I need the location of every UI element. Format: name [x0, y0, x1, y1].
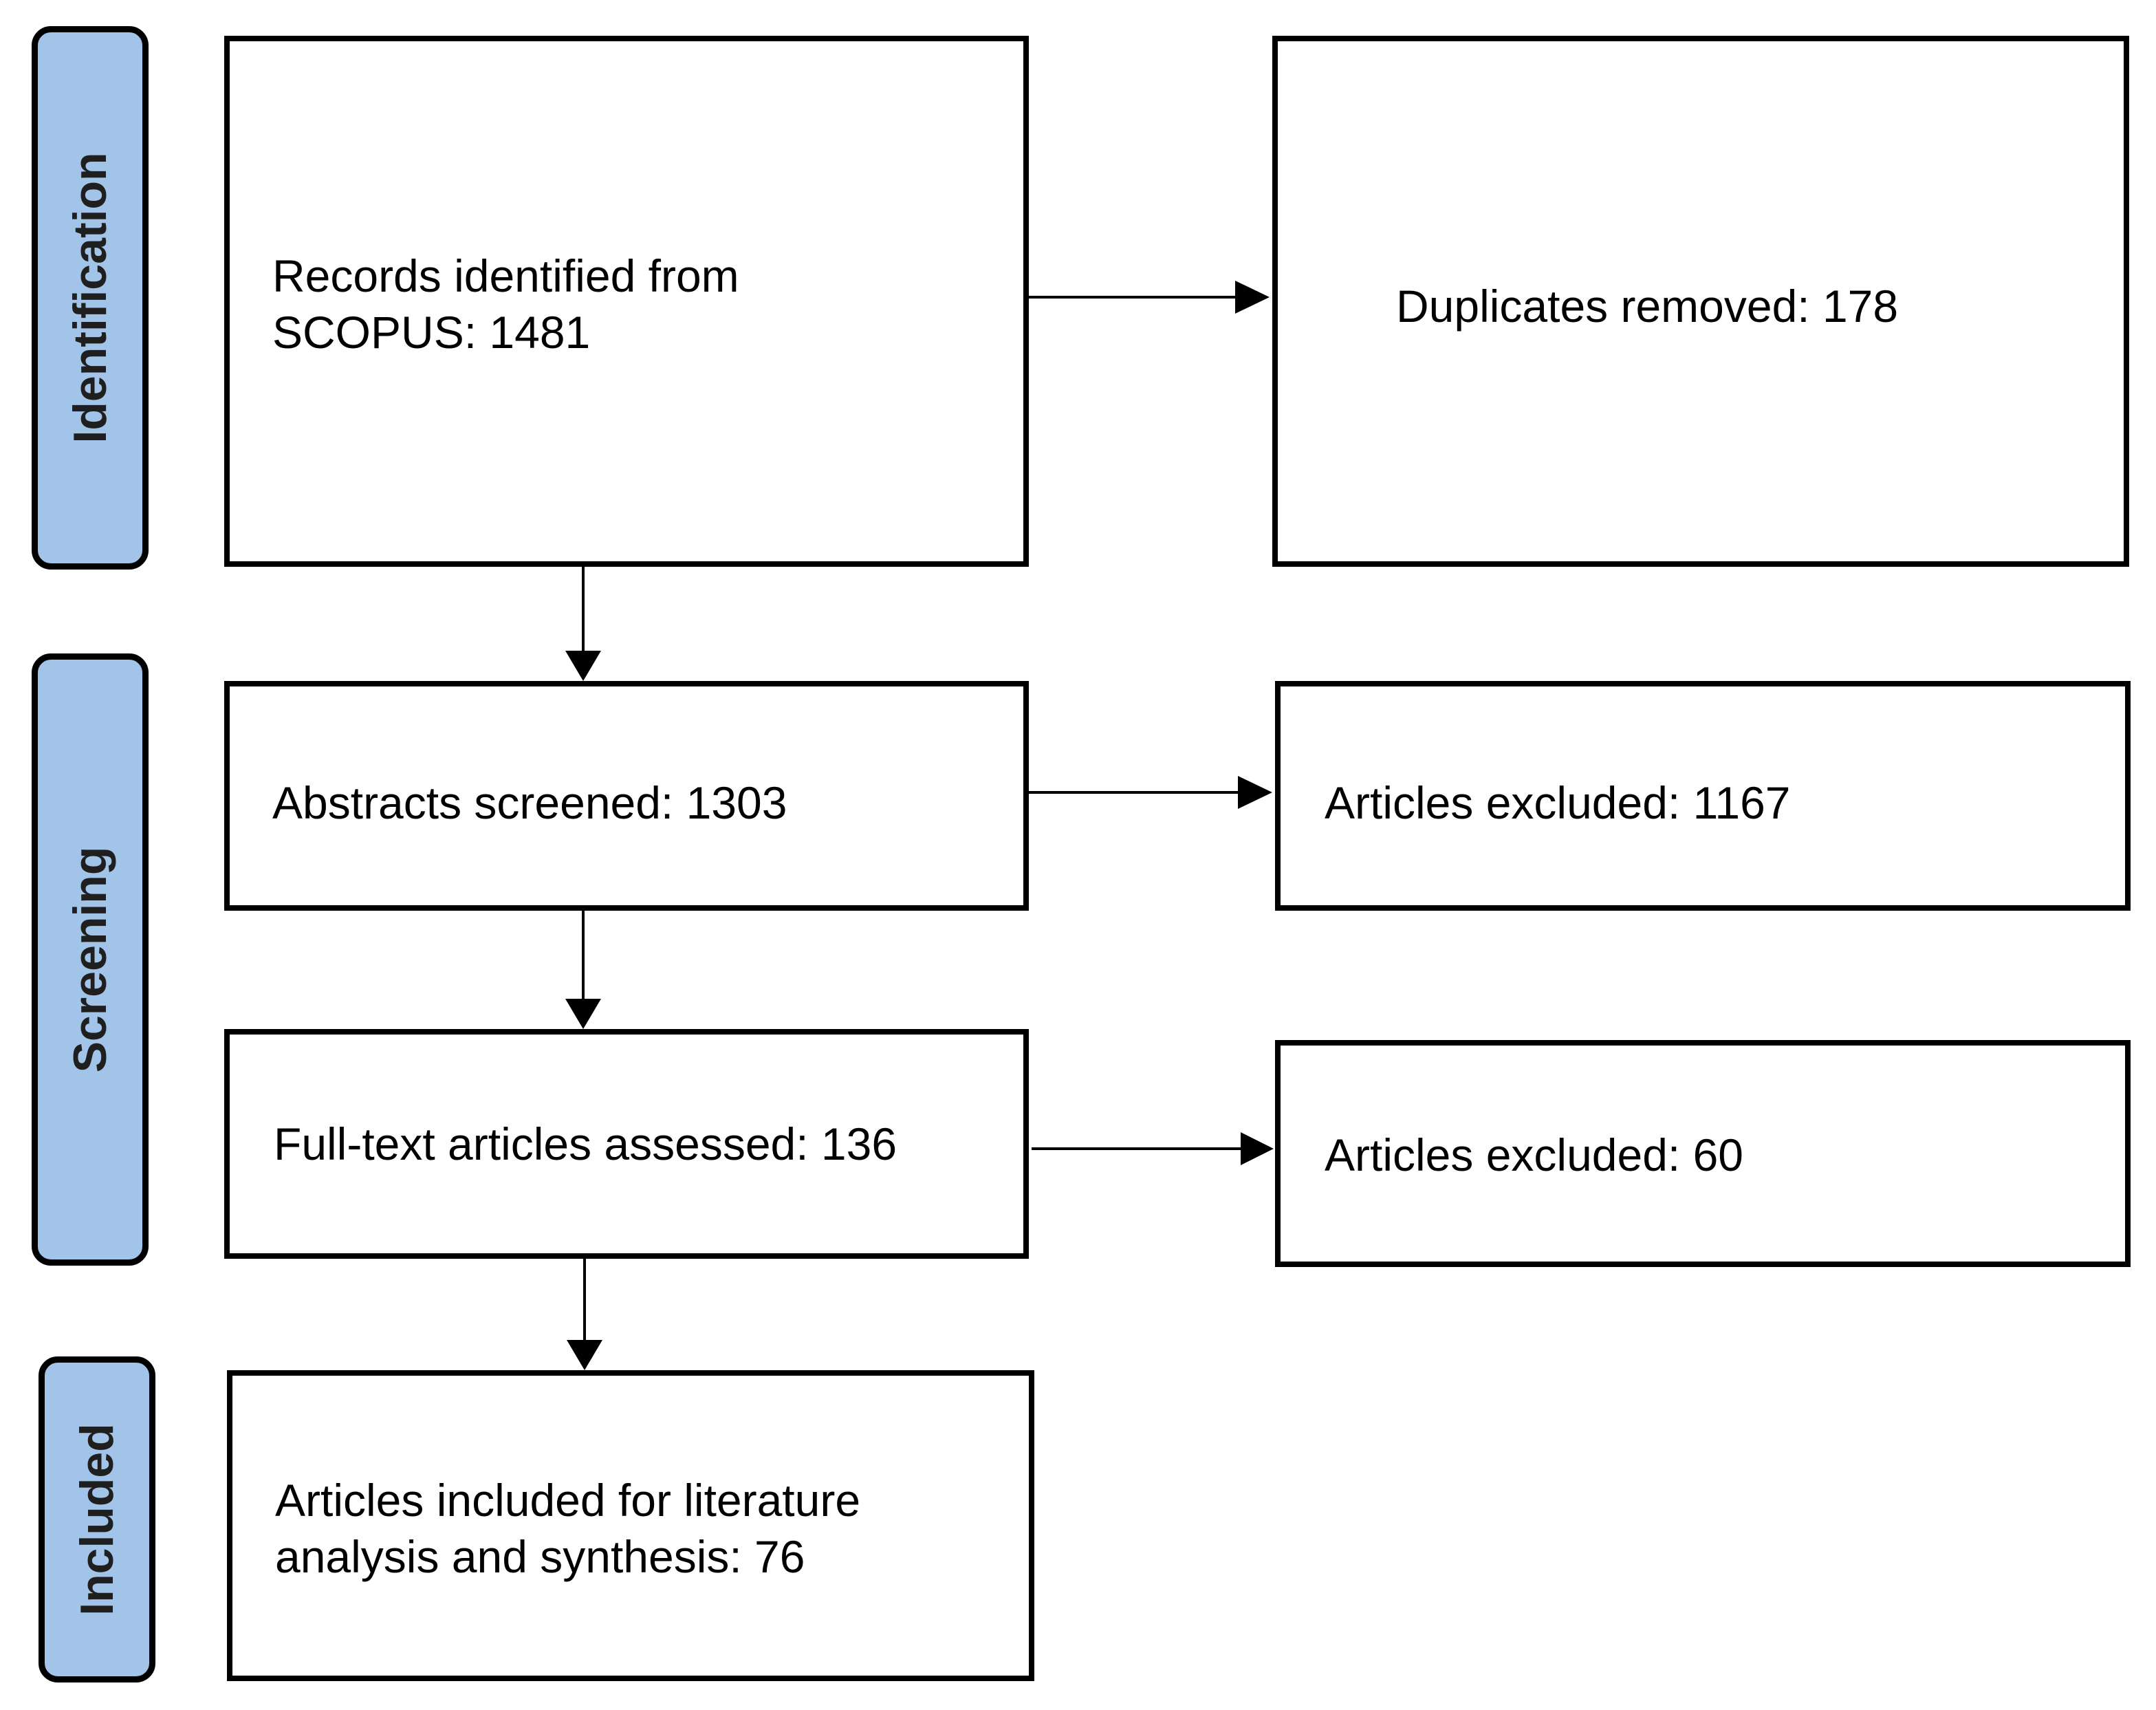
- records-identified-box: Records identified from SCOPUS: 1481: [224, 36, 1029, 567]
- included-text-line1: Articles included for literature: [275, 1475, 861, 1526]
- arrow-abstracts-to-fulltext: [565, 911, 601, 1029]
- articles-excluded-abstract-text: Articles excluded: 1167: [1325, 777, 1791, 828]
- fulltext-assessed-box: Full-text articles assessed: 136: [224, 1029, 1029, 1259]
- included-box: Articles included for literature analysi…: [227, 1370, 1034, 1681]
- arrow-fulltext-to-included: [567, 1259, 602, 1370]
- abstracts-screened-text: Abstracts screened: 1303: [272, 777, 787, 828]
- fulltext-assessed-text: Full-text articles assessed: 136: [274, 1118, 897, 1169]
- stage-screening: Screening: [32, 653, 149, 1266]
- articles-excluded-fulltext-text: Articles excluded: 60: [1325, 1129, 1743, 1180]
- arrow-fulltext-to-excluded: [1032, 1132, 1274, 1165]
- arrow-records-to-abstracts: [565, 567, 601, 681]
- abstracts-screened-box: Abstracts screened: 1303: [224, 681, 1029, 911]
- records-identified-text-line2: SCOPUS: 1481: [272, 307, 591, 358]
- stage-included: Included: [39, 1356, 155, 1682]
- duplicates-removed-box: Duplicates removed: 178: [1272, 36, 2129, 567]
- articles-excluded-abstract-box: Articles excluded: 1167: [1275, 681, 2131, 911]
- stage-identification: Identification: [32, 26, 149, 570]
- records-identified-text-line1: Records identified from: [272, 250, 739, 301]
- duplicates-removed-text: Duplicates removed: 178: [1396, 281, 1899, 332]
- articles-excluded-fulltext-box: Articles excluded: 60: [1275, 1040, 2131, 1267]
- arrow-abstracts-to-excluded: [1029, 776, 1272, 809]
- included-text-line2: analysis and synthesis: 76: [275, 1531, 805, 1582]
- arrow-records-to-duplicates: [1029, 281, 1270, 314]
